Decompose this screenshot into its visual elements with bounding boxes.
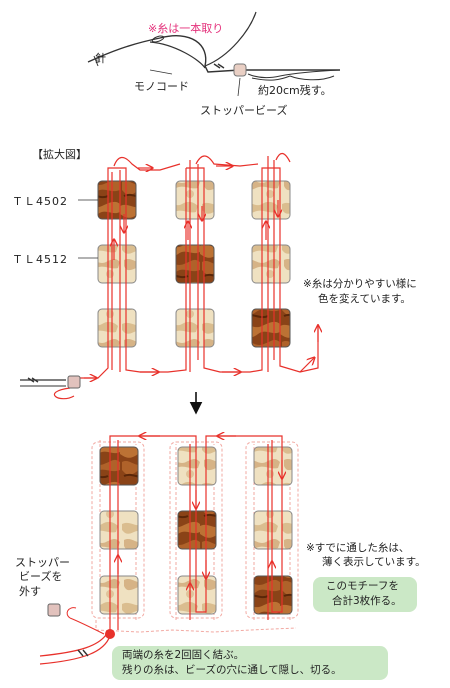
- bead-light: [175, 308, 215, 348]
- motif-note-line1: このモチーフを: [326, 580, 399, 592]
- bead-light: [251, 244, 291, 284]
- enlarged-view-title: 【拡大図】: [32, 148, 87, 161]
- bead-light: [251, 180, 291, 220]
- bead-dark: [175, 244, 215, 284]
- monocord-label: モノコード: [134, 80, 189, 93]
- motif-note-line2: 合計3枚作る。: [332, 595, 402, 607]
- needle-label: 針: [95, 52, 106, 65]
- finished-diagram: [39, 436, 299, 665]
- needle-illustration: [87, 35, 206, 69]
- motif-note-box: [313, 577, 417, 612]
- remove-stopper-line3: 外す: [19, 585, 41, 598]
- bead-label-tl4502: ＴＬ4502: [12, 195, 68, 208]
- color-note-line1: ※糸は分かりやすい様に: [303, 278, 417, 290]
- stopper-bead-label: ストッパービーズ: [200, 104, 288, 117]
- tie-note-box: [112, 646, 388, 680]
- bead-dark: [251, 308, 291, 348]
- bead-dark: [97, 180, 137, 220]
- removed-stopper-bead: [47, 603, 61, 617]
- bead-light: [99, 575, 139, 615]
- color-note-line2: 色を変えています。: [318, 293, 411, 305]
- stopper-bead-enlarged: [67, 375, 81, 389]
- enlarged-diagram: [20, 152, 318, 400]
- bead-dark: [253, 575, 293, 615]
- remove-stopper-line1: ストッパー: [15, 556, 70, 569]
- knot-marker: [105, 629, 115, 639]
- monocord-thread: [159, 11, 341, 81]
- bead-label-tl4512: ＴＬ4512: [12, 253, 68, 266]
- thread-label-leader: [149, 69, 173, 75]
- bead-light: [177, 575, 217, 615]
- bead-light: [97, 244, 137, 284]
- bead-dark: [177, 510, 217, 550]
- bead-light: [253, 510, 293, 550]
- remove-stopper-line2: ビーズを: [19, 570, 63, 583]
- bead-light: [177, 446, 217, 486]
- shown-thread-note-line2: 薄く表示しています。: [322, 556, 426, 568]
- remain-length-label: 約20cm残す。: [258, 84, 332, 97]
- stopper-label-leader: [237, 77, 241, 97]
- single-strand-note: ※糸は一本取り: [148, 22, 224, 35]
- bead-light: [97, 308, 137, 348]
- tie-note-line1: 両端の糸を2回固く結ぶ。: [122, 649, 245, 661]
- tie-note-line2: 残りの糸は、ビーズの穴に通して隠し、切る。: [122, 664, 342, 676]
- bead-light: [99, 510, 139, 550]
- bead-light: [253, 446, 293, 486]
- bead-dark: [99, 446, 139, 486]
- shown-thread-note-line1: ※すでに通した糸は、: [306, 542, 410, 554]
- stopper-bead-top: [233, 63, 247, 77]
- bead-light: [175, 180, 215, 220]
